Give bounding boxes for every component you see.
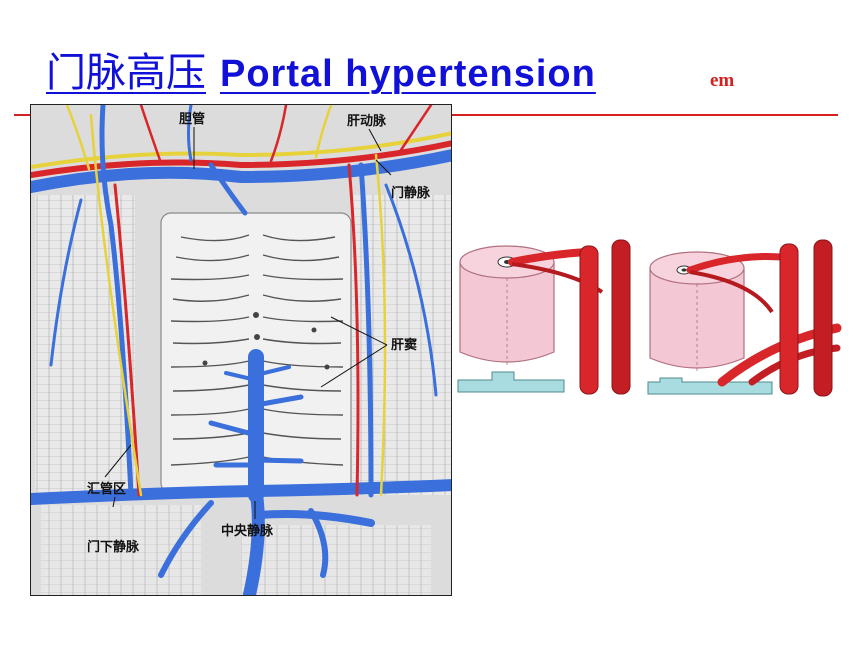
label-portal-vein: 门静脉 bbox=[391, 185, 431, 201]
label-sublobular-portal-vein: 门下静脉 bbox=[87, 539, 140, 555]
label-hepatic-sinusoid: 肝窦 bbox=[391, 337, 417, 353]
label-central-vein: 中央静脉 bbox=[221, 523, 274, 539]
cylinder-2 bbox=[647, 239, 842, 397]
slide-title: 门脉高压 Portal hypertension bbox=[46, 40, 596, 98]
cylinder-1 bbox=[457, 239, 631, 395]
central-vein bbox=[208, 349, 304, 503]
title-suffix: em bbox=[710, 70, 735, 91]
vessel-schematic-figure bbox=[452, 232, 842, 404]
sublobular-vein bbox=[31, 479, 451, 595]
label-portal-area: 汇管区 bbox=[87, 481, 126, 497]
title-chinese: 门脉高压 bbox=[46, 50, 206, 96]
liver-lobule-illustration: 胆管 肝动脉 门静脉 肝窦 汇管区 门下静脉 中央静脉 bbox=[31, 105, 451, 595]
vessel-schematic bbox=[457, 239, 842, 397]
liver-lobule-figure: 胆管 肝动脉 门静脉 肝窦 汇管区 门下静脉 中央静脉 bbox=[30, 104, 452, 596]
title-english: Portal hypertension bbox=[220, 53, 596, 95]
label-bile-duct: 胆管 bbox=[179, 111, 205, 127]
portal-vessels-top bbox=[31, 105, 451, 498]
label-hepatic-artery: 肝动脉 bbox=[347, 113, 387, 129]
